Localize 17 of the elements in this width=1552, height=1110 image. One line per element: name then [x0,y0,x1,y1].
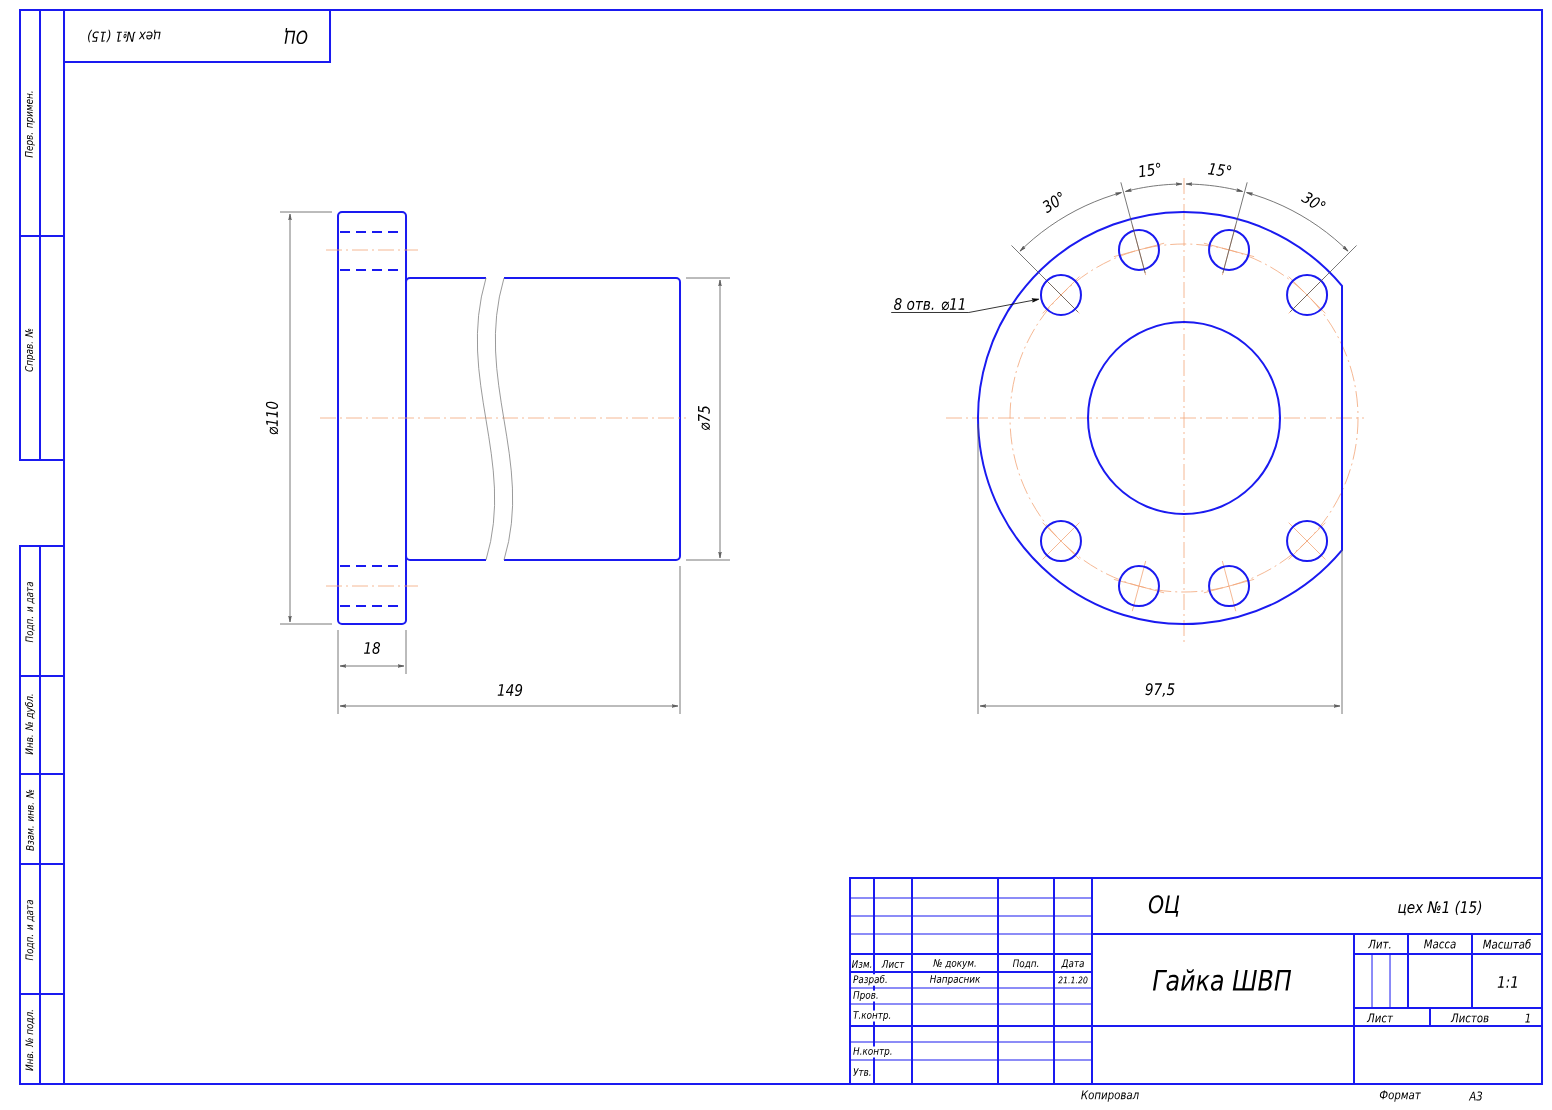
dimension-text: 149 [497,683,523,697]
title-block-text: Гайка ШВП [1152,969,1292,991]
dimension-text: 15° [1139,162,1161,178]
dimension-text: ⌀110 [265,401,279,435]
dimension-text: ⌀75 [698,406,710,430]
title-block-text: цех №1 (15) [1398,900,1482,916]
dimension-text: 30° [1300,192,1326,208]
stamp-text: ОЦ [284,27,308,45]
leader-text: 8 отв. ⌀11 [894,297,965,311]
title-block-text: 1:1 [1497,976,1517,988]
dimension-text: 18 [364,641,381,655]
dimension-text: 97,5 [1145,683,1175,697]
dimension-text: 15° [1207,163,1232,176]
leader-line [890,298,1040,313]
title-block-text: ОЦ [1148,895,1180,917]
bolt-hole [1039,273,1082,316]
dimension-text: 30° [1042,192,1062,213]
